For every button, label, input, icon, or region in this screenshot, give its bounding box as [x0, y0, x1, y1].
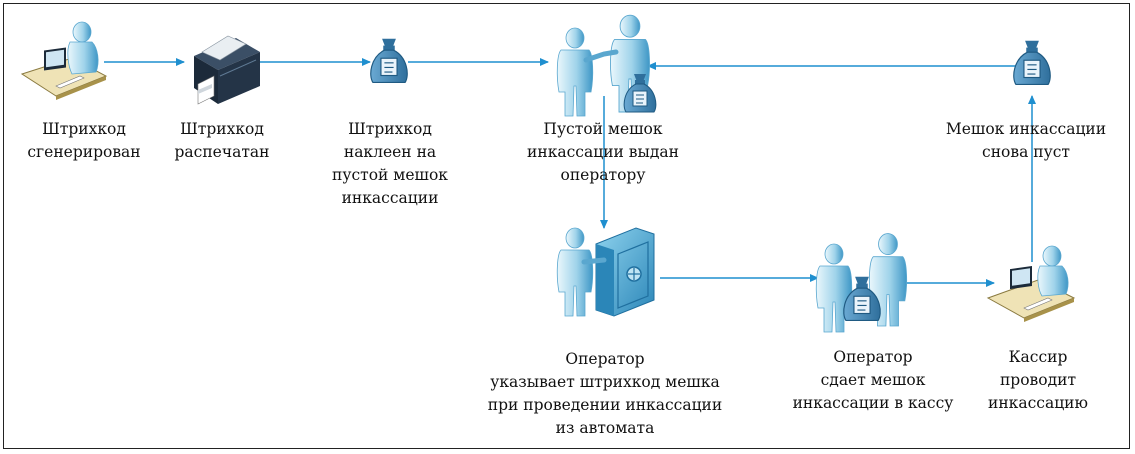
handover-icon	[556, 14, 657, 117]
label-bag-issued: Пустой мешок инкассации выдан оператору	[527, 120, 679, 184]
label-barcode-printed: Штрихкод распечатан	[174, 120, 270, 161]
money-bag-icon	[370, 38, 408, 83]
label-operator-enters-barcode: Оператор указывает штрихкод мешка при пр…	[487, 350, 723, 437]
label-bag-empty-again: Мешок инкассации снова пуст	[945, 120, 1107, 161]
label-barcode-generated: Штрихкод сгенерирован	[27, 120, 141, 161]
diagram-frame	[3, 3, 1130, 449]
label-barcode-attached: Штрихкод наклеен на пустой мешок инкасса…	[332, 120, 448, 207]
money-bag-icon	[1013, 40, 1051, 85]
computer-user-icon	[20, 21, 108, 100]
connectors	[104, 58, 1036, 287]
printer-icon	[194, 35, 260, 105]
operator-safe-icon	[556, 227, 655, 317]
handover-bag-icon	[815, 233, 908, 333]
label-operator-hands-bag: Оператор сдает мешок инкассации в кассу	[792, 348, 954, 412]
cashier-computer-icon	[986, 245, 1076, 322]
label-cashier-processes: Кассир проводит инкассацию	[988, 348, 1088, 412]
